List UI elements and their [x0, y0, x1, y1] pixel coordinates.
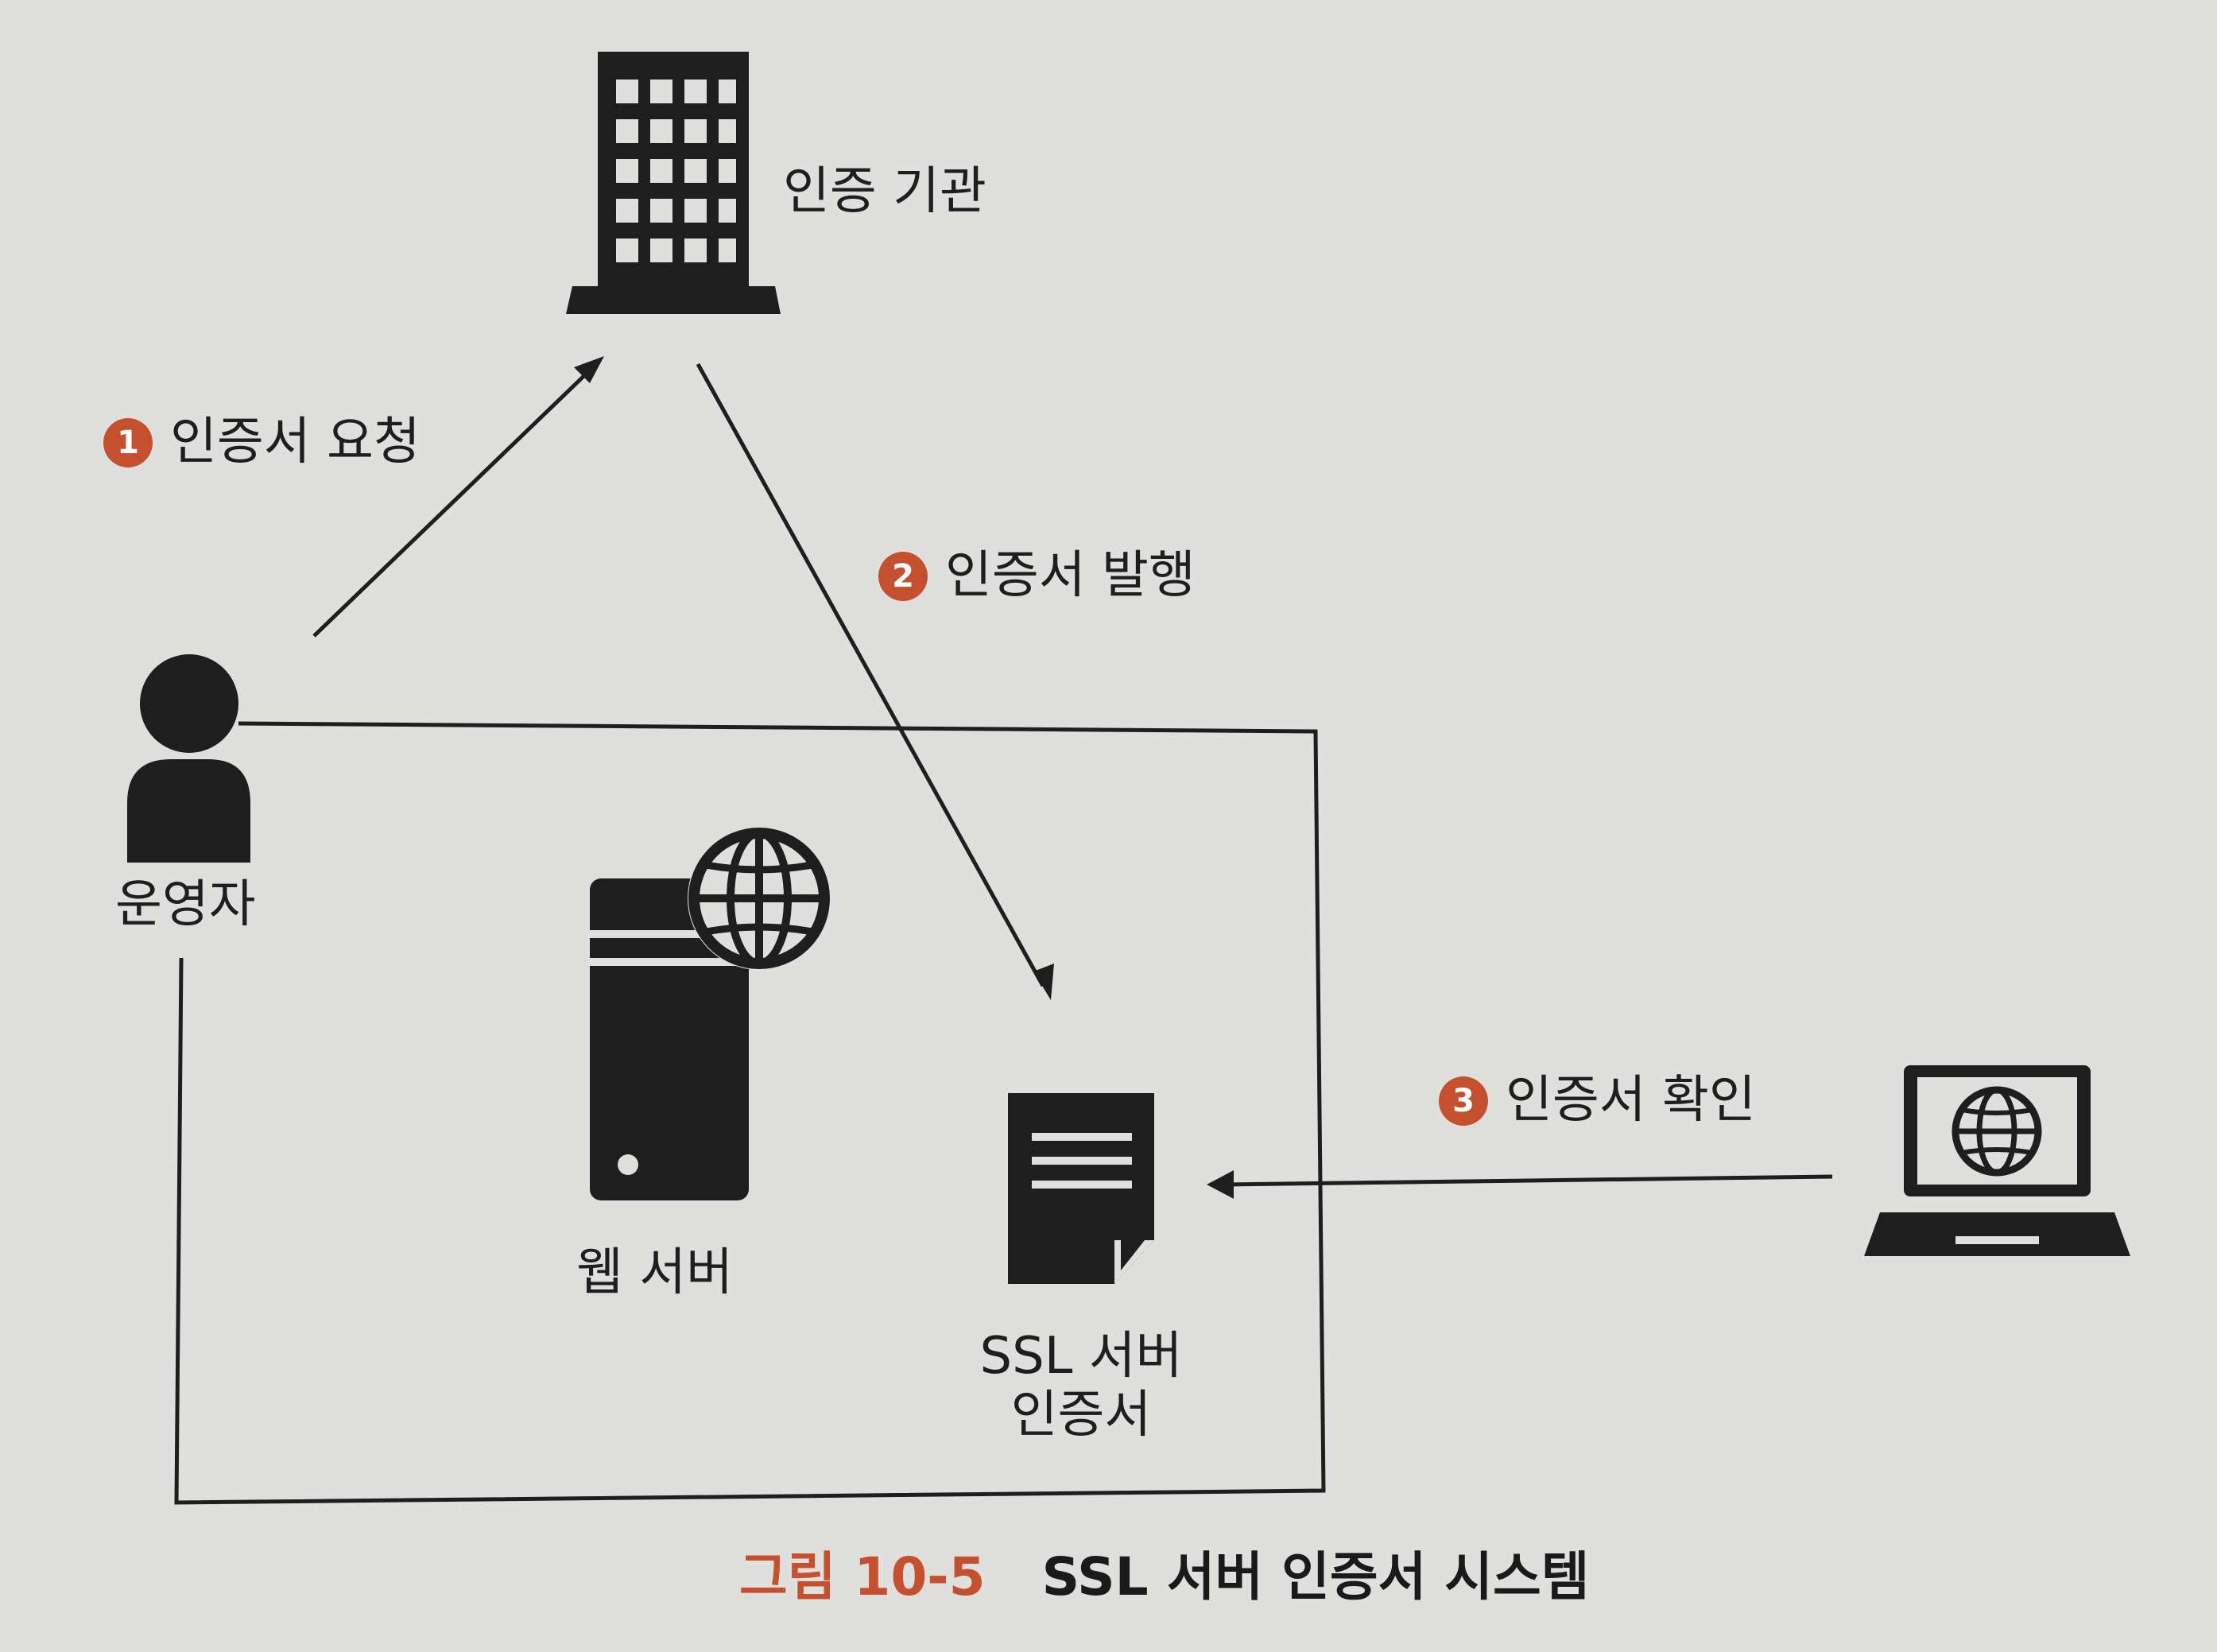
operator-box [174, 721, 1326, 1505]
arrow-request [312, 364, 596, 638]
server-icon [590, 878, 749, 1200]
arrow-verify-head [1207, 1170, 1234, 1199]
certificate-icon [1008, 1093, 1154, 1284]
globe-icon [688, 827, 831, 970]
figure-caption: 그림 10-5 SSL 서버 인증서 시스템 [739, 1534, 1589, 1611]
figure-number: 그림 10-5 [739, 1546, 986, 1607]
step-3-badge: 3 [1439, 1076, 1488, 1126]
arrow-issue-head [1033, 964, 1054, 1000]
person-icon [127, 654, 250, 863]
step-1-label: 1 인증서 요청 [103, 413, 421, 472]
step-3-text: 인증서 확인 [1506, 1071, 1756, 1130]
ssl-certificate-label: SSL 서버 인증서 [974, 1327, 1188, 1445]
operator-label: 운영자 [115, 875, 256, 934]
step-1-badge: 1 [103, 417, 153, 467]
step-3-label: 3 인증서 확인 [1439, 1071, 1756, 1130]
ssl-certificate-label-line1: SSL 서버 [979, 1327, 1183, 1386]
authority-label: 인증 기관 [783, 162, 986, 221]
step-2-text: 인증서 발행 [945, 546, 1196, 605]
figure-title: SSL 서버 인증서 시스템 [1041, 1546, 1590, 1607]
laptop-icon [1864, 1065, 2130, 1256]
step-1-text: 인증서 요청 [170, 413, 421, 471]
arrow-request-head [574, 356, 604, 383]
building-icon [566, 52, 781, 314]
ssl-certificate-label-line2: 인증서 [1010, 1385, 1152, 1445]
step-2-label: 2 인증서 발행 [878, 546, 1196, 606]
arrow-issue [696, 363, 1045, 987]
web-server-label: 웹 서버 [576, 1243, 733, 1302]
arrow-verify [1223, 1174, 1833, 1187]
step-2-badge: 2 [878, 551, 928, 601]
